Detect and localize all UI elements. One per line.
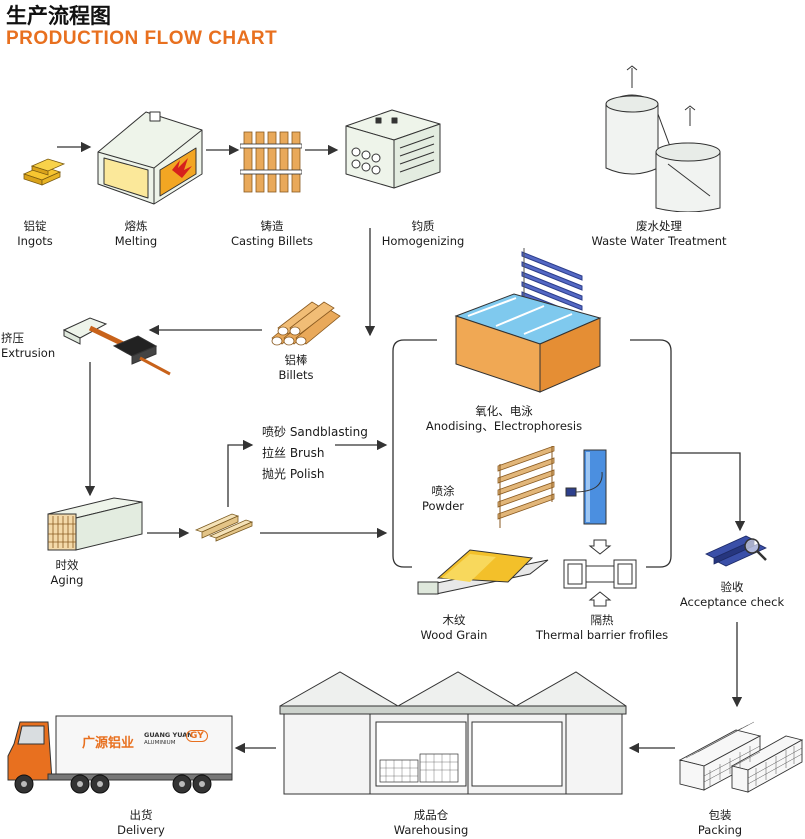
homogenizing-label-cn: 钧质	[411, 219, 435, 233]
surface-polish-label: 抛光 Polish	[262, 467, 325, 481]
arrow-finish-acceptance	[671, 452, 746, 532]
finish-bracket-left	[392, 339, 437, 568]
aging-box-icon	[47, 497, 143, 551]
delivery-label-en: Delivery	[117, 823, 165, 837]
acceptance-label-en: Acceptance check	[679, 595, 785, 609]
melting-label-en: Melting	[114, 234, 158, 248]
extrusion-label-en: Extrusion	[1, 346, 56, 360]
billets-label-cn: 铝棒	[284, 353, 308, 367]
delivery-label-cn: 出货	[129, 808, 153, 822]
truck-logo: GY	[186, 730, 208, 742]
acceptance-label-cn: 验收	[720, 580, 744, 594]
waste-water-label-en: Waste Water Treatment	[591, 234, 727, 248]
powder-label-cn: 喷涂	[431, 484, 455, 498]
homogenizing-label-en: Homogenizing	[381, 234, 465, 248]
truck-brand-en: GUANG YUAN	[144, 731, 193, 739]
ingots-label-en: Ingots	[17, 234, 53, 248]
surface-sandblasting-label: 喷砂 Sandblasting	[262, 425, 368, 439]
anodising-tank-icon	[454, 248, 602, 393]
casting-label-en: Casting Billets	[230, 234, 314, 248]
billets-label-en: Billets	[278, 368, 314, 382]
extrusion-press-icon	[62, 317, 171, 376]
billets-stack-icon	[271, 301, 341, 346]
surface-brush-label: 拉丝 Brush	[262, 446, 325, 460]
anodising-label-en: Anodising、Electrophoresis	[425, 419, 583, 433]
melting-label-cn: 熔炼	[124, 219, 148, 233]
warehouse-icon	[279, 671, 627, 795]
aging-label-cn: 时效	[55, 558, 79, 572]
finish-bracket-right	[630, 339, 672, 568]
magnifier-profile-icon	[705, 535, 767, 567]
truck-icon	[7, 715, 233, 794]
truck-brand-sub: ALUMINIUM	[144, 740, 176, 746]
cast-billets-icon	[240, 131, 302, 193]
wood-grain-roll-icon	[417, 549, 549, 595]
packing-label-cn: 包装	[708, 808, 732, 822]
powder-label-en: Powder	[421, 499, 465, 513]
thermal-label-cn: 隔热	[590, 613, 614, 627]
packing-label-en: Packing	[697, 823, 743, 837]
powder-spray-icon	[497, 446, 607, 528]
aging-label-en: Aging	[50, 573, 84, 587]
gold-ingots-icon	[22, 158, 66, 186]
casting-label-cn: 铸造	[260, 219, 284, 233]
truck-brand-cn: 广源铝业	[82, 736, 135, 751]
wood-grain-label-en: Wood Grain	[420, 628, 488, 642]
anodising-label-cn: 氧化、电泳	[475, 404, 533, 418]
extrusion-label-cn: 挤压	[1, 331, 24, 345]
page-title-en: PRODUCTION FLOW CHART	[6, 28, 278, 49]
waste-water-label-cn: 废水处理	[636, 219, 682, 233]
arrow-profile-surface	[227, 439, 254, 507]
water-tanks-icon	[605, 65, 721, 212]
page-title-cn: 生产流程图	[6, 4, 111, 28]
packed-bundles-icon	[678, 721, 804, 793]
thermal-label-en: Thermal barrier frofiles	[535, 628, 669, 642]
wood-grain-label-cn: 木纹	[442, 613, 466, 627]
ingots-label-cn: 铝锭	[23, 219, 47, 233]
thermal-barrier-icon	[563, 539, 637, 607]
warehousing-label-cn: 成品仓	[413, 808, 449, 822]
aluminium-profile-icon	[194, 513, 254, 542]
warehousing-label-en: Warehousing	[393, 823, 469, 837]
furnace-icon	[97, 111, 203, 205]
homogenizing-oven-icon	[345, 109, 441, 189]
